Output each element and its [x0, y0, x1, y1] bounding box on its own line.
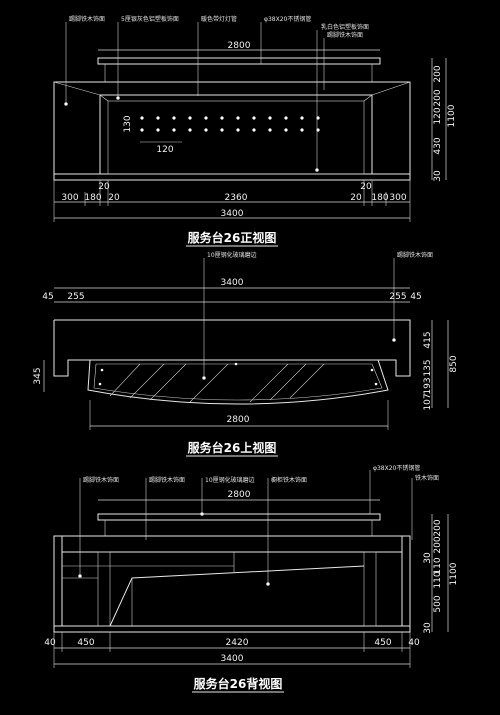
top-dim-left: 345 — [33, 367, 43, 384]
back-dim-top: 2800 — [228, 490, 251, 500]
back-dim-b5: 40 — [408, 638, 420, 648]
front-dim-b7: 20 — [360, 182, 372, 192]
front-note-5: 乳白色铝塑板饰面 — [321, 23, 369, 31]
front-dim-r1: 200 — [433, 65, 443, 82]
back-dim-b2: 450 — [77, 638, 94, 648]
top-glass-outline — [87, 359, 389, 405]
back-dim-b1: 40 — [44, 638, 56, 648]
back-dim-r-total: 1100 — [449, 562, 459, 585]
front-dim-b8: 180 — [371, 193, 388, 203]
body-edge-l — [53, 81, 101, 96]
top-dim-r4: 107 — [423, 393, 433, 410]
front-dim-r-total: 1100 — [447, 104, 457, 127]
back-note-5: φ38X20不锈钢管 — [373, 464, 420, 472]
front-dim-r3: 120 — [433, 107, 443, 124]
front-dim-b1: 300 — [61, 193, 78, 203]
top-view-title: 服务台26上视图 — [188, 440, 277, 455]
front-dim-r4: 430 — [433, 137, 443, 154]
top-note-2: 踢脚铁木饰面 — [397, 251, 433, 259]
back-dim-r2: 200 — [433, 536, 443, 553]
back-dim-r4: 110 — [433, 557, 443, 574]
front-dim-120: 120 — [156, 145, 173, 155]
counter-body — [53, 81, 411, 181]
glass-screws — [98, 362, 378, 386]
front-dim-b2: 180 — [84, 193, 101, 203]
back-glass-top — [97, 513, 381, 521]
front-notes: 踢脚铁木饰面 5厘银灰色铝塑板饰面 暖色带灯灯管 φ38X20不锈钢管 乳白色铝… — [69, 15, 369, 39]
front-dim-total: 3400 — [221, 209, 244, 219]
back-dim-r7: 30 — [423, 622, 433, 634]
front-dim-130: 130 — [123, 115, 133, 132]
back-dim-r1: 200 — [433, 519, 443, 536]
back-slant-board — [109, 565, 365, 627]
back-note-1: 踢脚铁木饰面 — [83, 476, 119, 484]
top-dim-bottom: 2800 — [227, 415, 250, 425]
top-dim-r-total: 850 — [449, 355, 459, 372]
top-dim-r2: 135 — [423, 359, 433, 376]
back-note-2: 踢脚铁木饰面 — [149, 476, 185, 484]
panel-corner-l — [99, 94, 109, 102]
glass-hatch — [109, 363, 325, 403]
front-dim-b9: 300 — [389, 193, 406, 203]
top-glass-inner — [93, 363, 383, 401]
front-dim-r5: 30 — [433, 170, 443, 182]
back-dim-r3: 30 — [423, 552, 433, 564]
back-note-6: 铁木饰面 — [415, 474, 439, 482]
front-view: 踢脚铁木饰面 5厘银灰色铝塑板饰面 暖色带灯灯管 φ38X20不锈钢管 乳白色铝… — [53, 15, 457, 247]
front-note-1: 踢脚铁木饰面 — [69, 15, 105, 23]
back-counter-body — [53, 535, 411, 633]
top-dim-r3: 193 — [423, 377, 433, 394]
front-dim-top: 2800 — [228, 41, 251, 51]
front-note-4: φ38X20不锈钢管 — [264, 15, 311, 23]
glass-top — [97, 57, 381, 65]
top-dim-p1: 45 — [42, 292, 53, 302]
top-dim-p3: 255 — [389, 292, 406, 302]
front-dim-b4: 20 — [108, 193, 120, 203]
back-note-4: 橱柜铁木饰面 — [271, 476, 307, 484]
back-view: 踢脚铁木饰面 踢脚铁木饰面 10厘钢化玻璃磨边 橱柜铁木饰面 φ38X20不锈钢… — [44, 464, 459, 693]
front-panel-outer — [99, 94, 373, 175]
top-dim-p4: 45 — [410, 292, 421, 302]
front-note-2: 5厘银灰色铝塑板饰面 — [121, 15, 179, 23]
top-dim-p2: 255 — [67, 292, 84, 302]
front-note-6: 踢脚铁木饰面 — [327, 31, 363, 39]
front-dim-b6: 20 — [350, 193, 362, 203]
back-right-panel — [363, 551, 377, 627]
top-note-1: 10厘钢化玻璃磨边 — [207, 251, 257, 259]
back-note-3: 10厘钢化玻璃磨边 — [205, 476, 255, 484]
back-dim-b3: 2420 — [226, 638, 249, 648]
light-dots — [140, 116, 320, 132]
back-dim-total: 3400 — [221, 654, 244, 664]
back-dim-r6: 500 — [433, 595, 443, 612]
back-dim-r5: 110 — [433, 571, 443, 588]
back-dim-b4: 450 — [374, 638, 391, 648]
top-dim-r1: 415 — [423, 331, 433, 348]
front-view-title: 服务台26正视图 — [188, 230, 277, 245]
body-edge-r — [371, 81, 411, 96]
back-left-panel — [97, 551, 111, 627]
front-panel-inner — [107, 100, 365, 175]
front-dim-b3: 20 — [98, 182, 110, 192]
front-dim-b5: 2360 — [225, 193, 248, 203]
front-note-3: 暖色带灯灯管 — [201, 15, 237, 23]
top-plan-outline — [53, 319, 411, 377]
back-view-title: 服务台26背视图 — [194, 676, 283, 691]
top-view: 10厘钢化玻璃磨边 踢脚铁木饰面 3400 45 255 255 45 345 — [33, 251, 459, 457]
front-dim-r2: 200 — [433, 89, 443, 106]
top-dim-top: 3400 — [221, 278, 244, 288]
panel-corner-r — [363, 94, 373, 102]
